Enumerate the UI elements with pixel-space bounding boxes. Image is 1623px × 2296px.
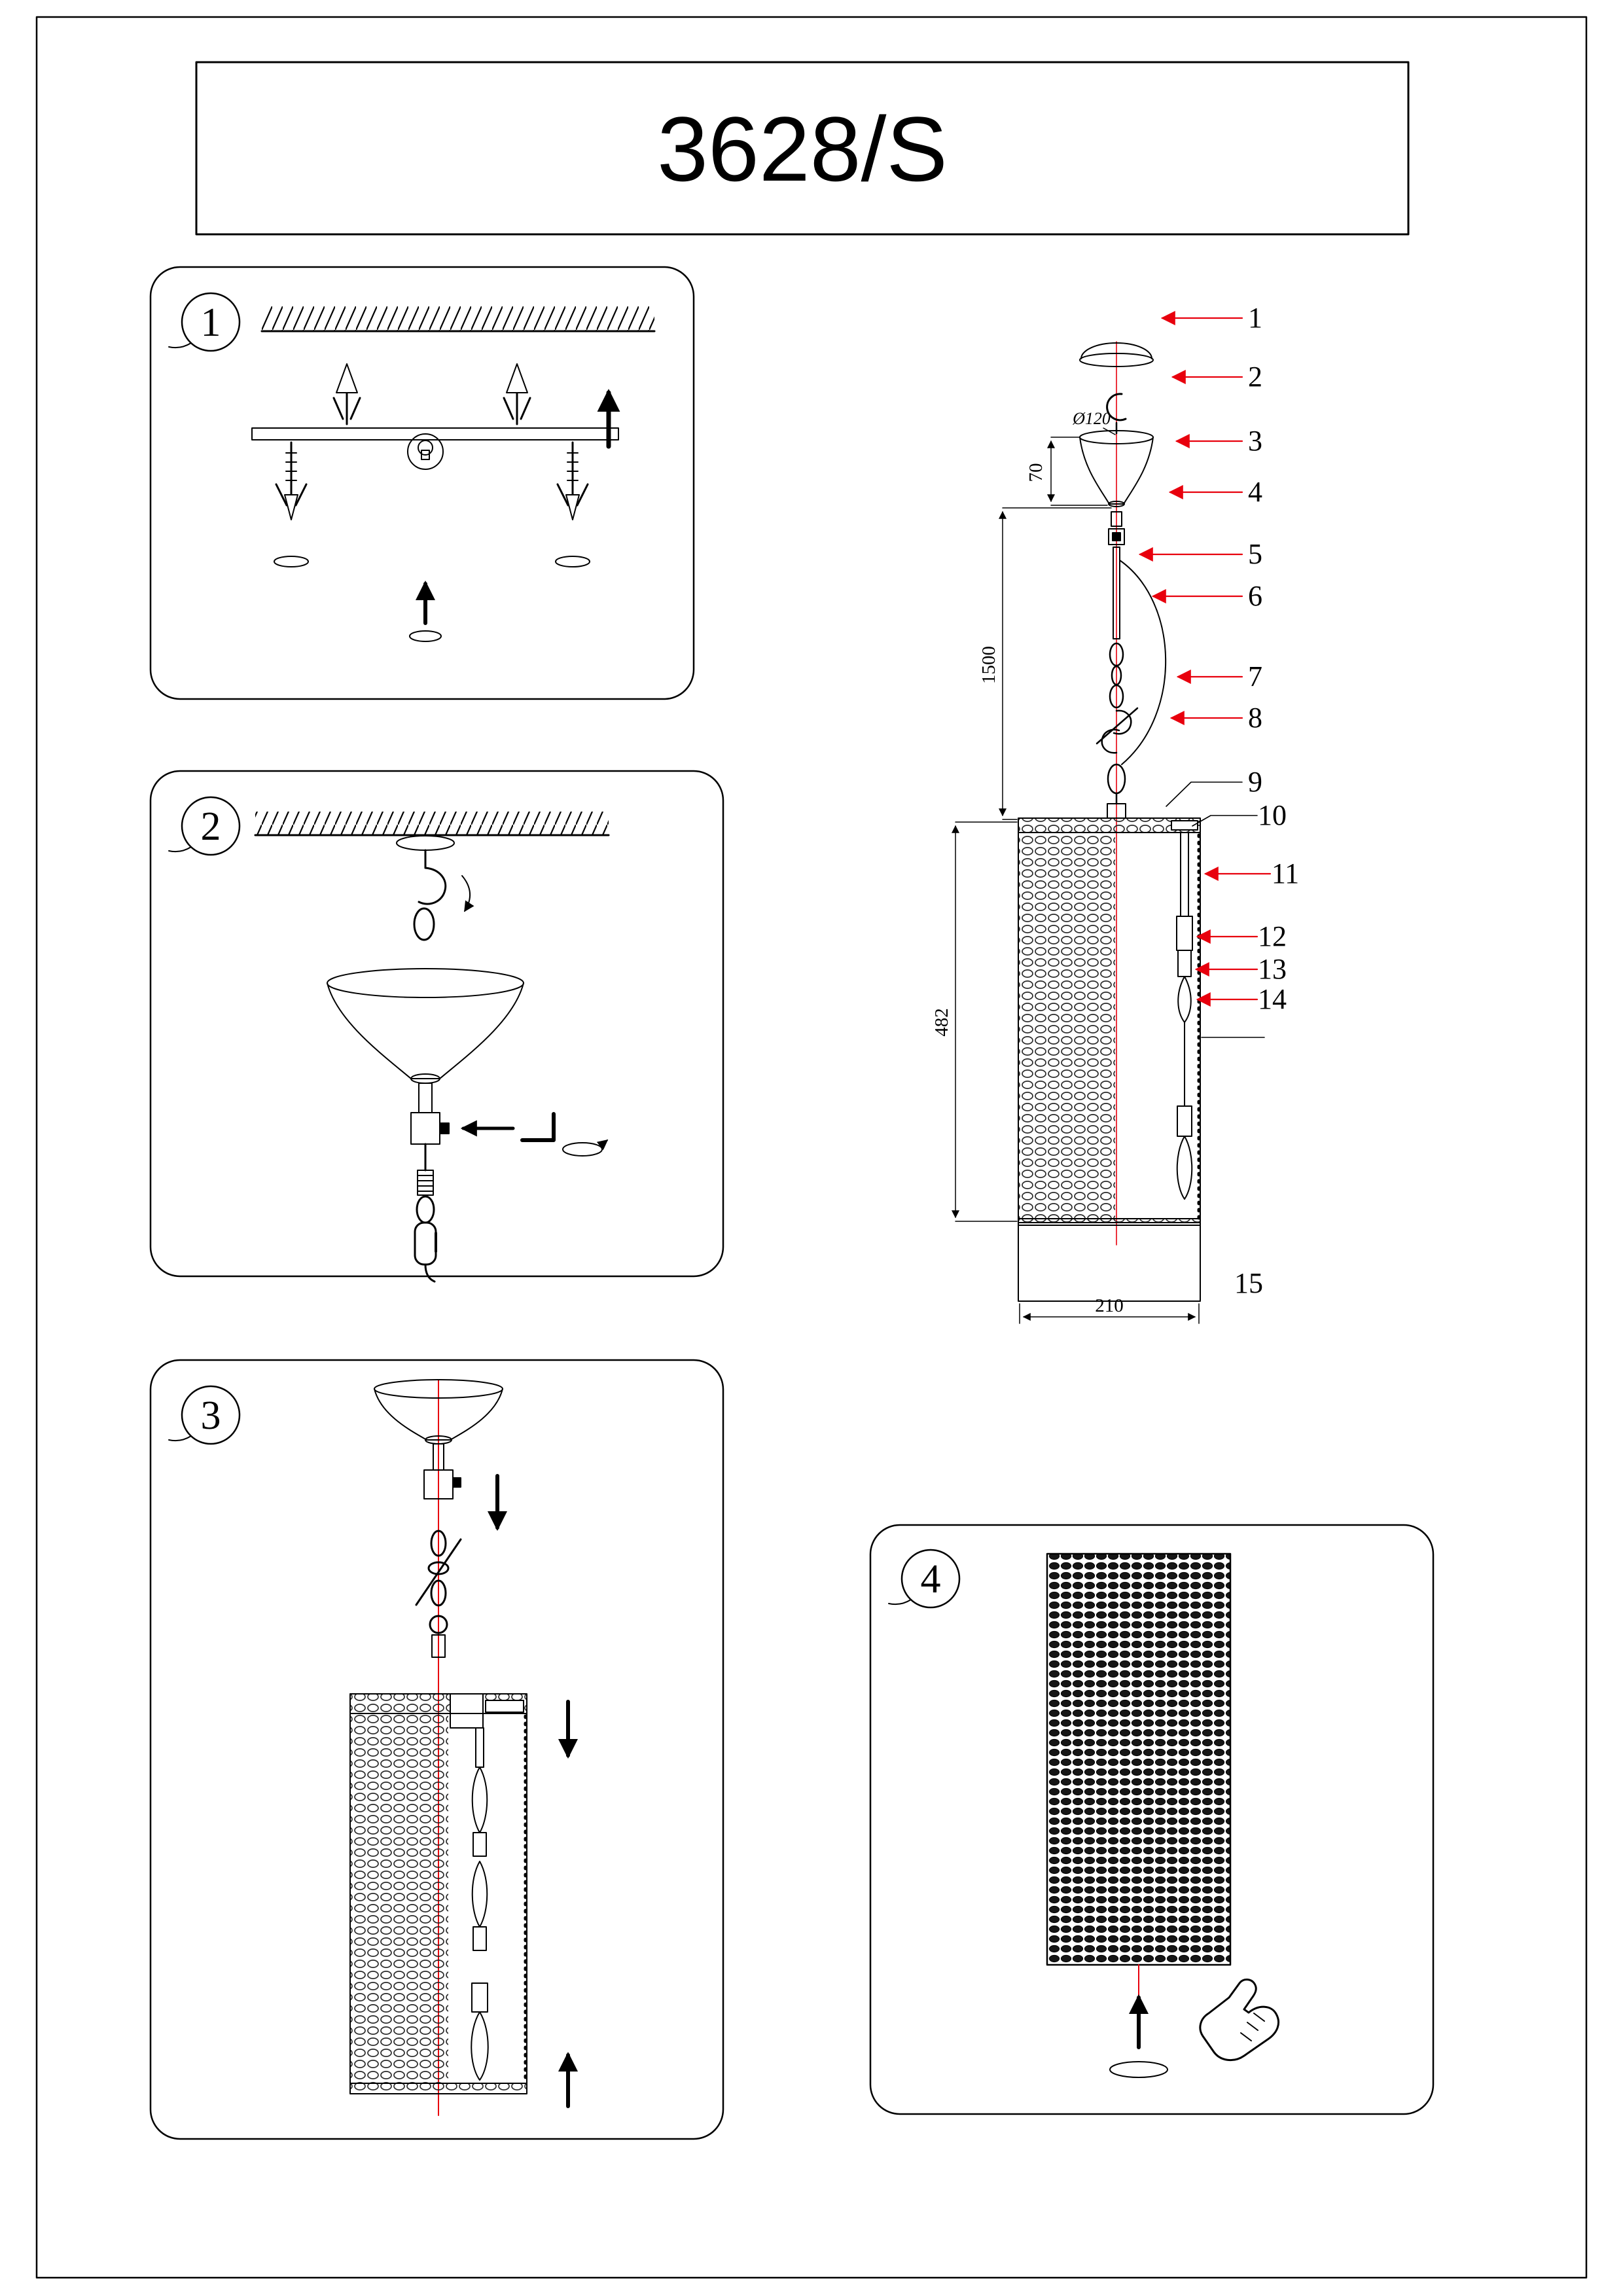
canopy-bell (327, 968, 524, 1113)
panel-step2: 2 (149, 770, 724, 1283)
callout-3: 3 (1248, 425, 1262, 457)
dim-70: 70 (1026, 437, 1108, 506)
lamp-interior-part (1176, 832, 1193, 1200)
callout-12: 12 (1258, 920, 1287, 952)
step4-badge: 4 (888, 1549, 961, 1609)
panel-step3: 3 (149, 1359, 724, 2140)
dim-1500: 1500 (978, 507, 1112, 820)
panel-step4: 4 (869, 1524, 1435, 2115)
hand-icon (1199, 1979, 1279, 2062)
shade-top-ring-part (1018, 817, 1201, 833)
callout-9: 9 (1248, 766, 1262, 798)
callout-numbers: 1 2 3 4 5 6 7 8 9 10 11 12 13 14 15 (1234, 302, 1299, 1299)
rotate-arrow-icon (461, 875, 474, 912)
exploded-view: Ø120 (931, 302, 1299, 1324)
lamp-interior-3 (471, 1727, 489, 2081)
step4-number: 4 (921, 1557, 941, 1602)
ceiling-hatch-2 (254, 812, 610, 836)
step3-badge: 3 (168, 1385, 241, 1445)
center-up-arrow-icon (409, 581, 442, 642)
s-hook-part (1096, 707, 1139, 754)
page-border (35, 16, 1588, 2279)
step2-number: 2 (201, 804, 221, 849)
callout-11: 11 (1272, 857, 1299, 889)
connector-part (1111, 511, 1122, 527)
rotate-ellipse-icon (562, 1139, 609, 1157)
safety-cable (1119, 560, 1167, 765)
callout-13: 13 (1258, 953, 1287, 985)
step3-number: 3 (201, 1393, 221, 1438)
shade-body-part (1018, 832, 1201, 1223)
cord-grip-block (410, 1112, 450, 1145)
pilot-hole-left (274, 556, 309, 567)
callout-14: 14 (1258, 983, 1287, 1015)
dim-shade-height: 482 (931, 1008, 952, 1037)
callout-8: 8 (1248, 702, 1262, 734)
shade-top-ring-3 (349, 1693, 527, 1729)
dim-canopy-height: 70 (1026, 463, 1046, 482)
step1-badge: 1 (168, 292, 241, 352)
chain-link-loop (414, 1195, 437, 1283)
dim-482: 482 (931, 821, 1018, 1222)
dim-210: 210 (1019, 1295, 1200, 1324)
ceiling-hook (396, 835, 474, 941)
dim-shade-width: 210 (1095, 1295, 1124, 1316)
panel-step1: 1 (149, 266, 695, 700)
callout-5: 5 (1248, 538, 1262, 570)
ceiling-plate-part (1079, 342, 1154, 367)
chain-links-part (1109, 642, 1124, 709)
callout-leaders (1138, 311, 1272, 1007)
pilot-hole-right (555, 556, 590, 567)
callout-10: 10 (1258, 799, 1287, 831)
callout-2: 2 (1248, 361, 1262, 393)
callout-leaders-black (1166, 781, 1265, 1038)
dim-canopy-diameter: Ø120 (1072, 409, 1111, 428)
mounting-bar (251, 427, 619, 470)
rod-part (1113, 547, 1120, 639)
step2-badge: 2 (168, 796, 241, 856)
allen-key-icon (520, 1112, 556, 1142)
anchor-up-left (332, 363, 361, 425)
hook-part (1106, 393, 1127, 435)
callout-1: 1 (1248, 302, 1262, 334)
up-arrow-icon-4 (1109, 1994, 1168, 2078)
bottom-section-part (1018, 1218, 1201, 1302)
callout-15: 15 (1234, 1267, 1263, 1299)
ceiling-hatch-1 (260, 306, 656, 332)
canopy-assembly-3 (374, 1379, 503, 1499)
bead-sheet (1046, 1552, 1232, 1966)
screw-down-right (556, 441, 589, 520)
callout-6: 6 (1248, 580, 1262, 612)
title-block: 3628/S (195, 61, 1410, 236)
threaded-nipple (417, 1143, 434, 1196)
square-link-part (1108, 528, 1125, 545)
dim-hang-length: 1500 (978, 646, 999, 684)
step1-number: 1 (201, 300, 221, 345)
page-title: 3628/S (657, 98, 948, 200)
anchor-up-right (503, 363, 531, 425)
callout-4: 4 (1248, 476, 1262, 508)
callout-7: 7 (1248, 660, 1262, 692)
screw-down-left (275, 441, 308, 520)
shade-body-3 (349, 1713, 527, 2094)
canopy-diameter-dim: Ø120 (1072, 409, 1116, 435)
chain-shorten (415, 1530, 462, 1658)
